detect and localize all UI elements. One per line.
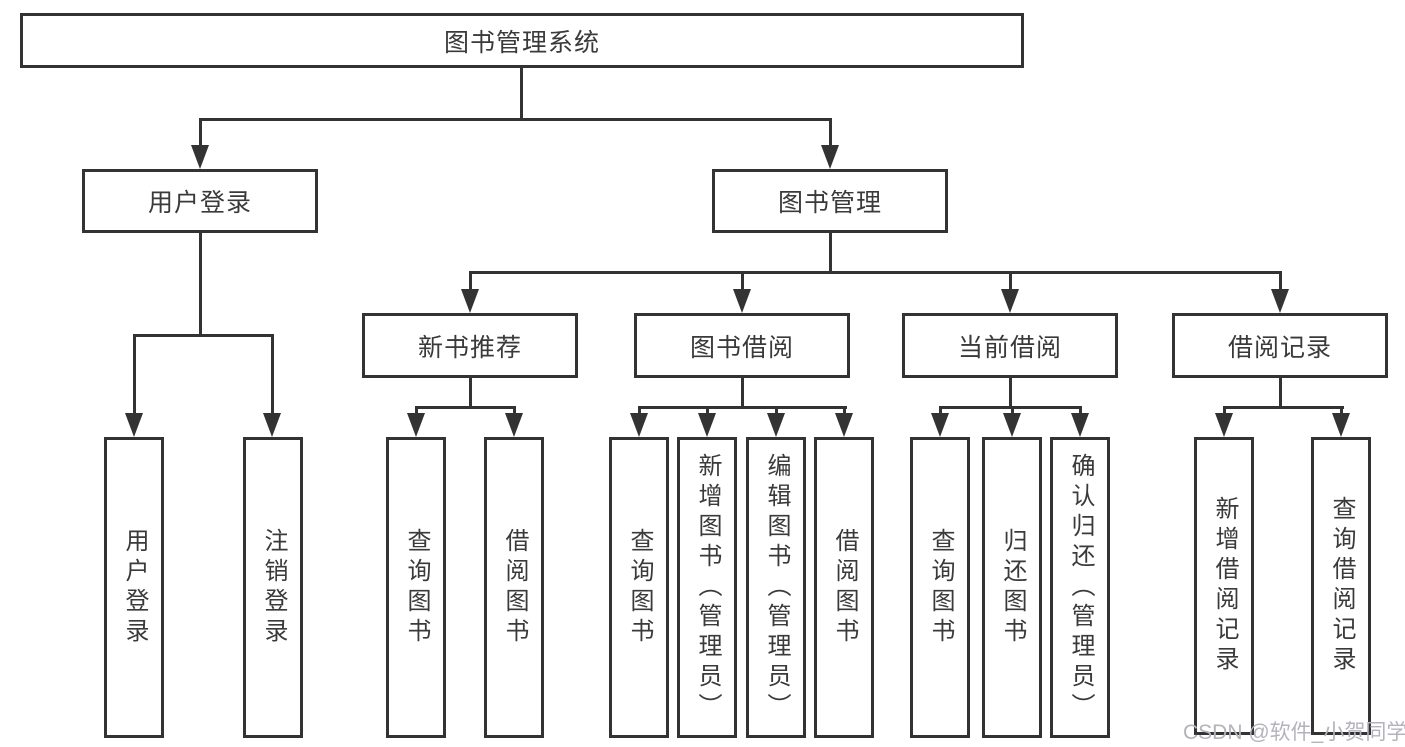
connector-userlogin-stem [199, 233, 202, 336]
leaf-newbook-query-books: 查询图书 [386, 437, 446, 738]
arrowhead-down [835, 413, 853, 437]
connector-records-bar [1223, 406, 1344, 409]
connector-borrow-bar [638, 406, 847, 409]
connector-userlogin-drop-1 [133, 334, 136, 416]
node-borrowing-records: 借阅记录 [1172, 313, 1388, 378]
leaf-newbook-borrow-books: 借阅图书 [484, 437, 544, 738]
connector-bookmgmt-drop-1 [469, 271, 472, 292]
connector-root-stem [520, 68, 523, 121]
leaf-records-query-record: 查询借阅记录 [1311, 437, 1371, 735]
leaf-label: 新增借阅记录 [1211, 496, 1238, 676]
connector-bookmgmt-drop-4 [1279, 271, 1282, 292]
connector-root-drop-right [829, 118, 832, 150]
leaf-label: 借阅图书 [501, 527, 528, 648]
connector-userlogin-bar [133, 334, 274, 337]
connector-bookmgmt-bar [469, 271, 1282, 274]
connector-current-drop-1 [939, 406, 942, 417]
node-label: 当前借阅 [957, 333, 1062, 362]
connector-borrow-stem [741, 378, 744, 409]
arrowhead-down [461, 289, 479, 313]
connector-current-drop-3 [1079, 406, 1082, 417]
node-label: 新书推荐 [417, 333, 522, 362]
connector-records-stem [1279, 378, 1282, 409]
leaf-user-login: 用户登录 [104, 437, 164, 738]
connector-current-stem [1009, 378, 1012, 409]
connector-borrow-drop-2 [706, 406, 709, 417]
leaf-label: 归还图书 [999, 527, 1026, 648]
node-label: 图书管理系统 [443, 28, 600, 57]
node-user-login: 用户登录 [82, 169, 318, 233]
leaf-label: 用户登录 [121, 527, 148, 648]
leaf-borrow-borrow-books: 借阅图书 [814, 437, 874, 738]
connector-newbook-drop-2 [513, 406, 516, 417]
leaf-current-query-books: 查询图书 [910, 437, 970, 738]
csdn-watermark: CSDN @软件_小贺同学 [1183, 721, 1405, 744]
arrowhead-down [407, 413, 425, 437]
arrowhead-down [1332, 413, 1350, 437]
connector-borrow-drop-4 [843, 406, 846, 417]
connector-bookmgmt-drop-2 [741, 271, 744, 292]
node-label: 图书借阅 [689, 333, 794, 362]
arrowhead-down [931, 413, 949, 437]
arrowhead-down [1215, 413, 1233, 437]
leaf-label: 注销登录 [260, 527, 287, 648]
arrowhead-down [263, 413, 281, 437]
leaf-label: 查询图书 [927, 527, 954, 648]
connector-borrow-drop-1 [638, 406, 641, 417]
leaf-borrow-edit-books-admin: 编辑图书（管理员） [746, 437, 806, 738]
arrowhead-down [821, 145, 839, 169]
connector-newbook-stem [469, 378, 472, 409]
connector-userlogin-drop-2 [271, 334, 274, 416]
connector-bookmgmt-stem [829, 233, 832, 274]
leaf-borrow-add-books-admin: 新增图书（管理员） [677, 437, 737, 738]
leaf-label: 借阅图书 [831, 527, 858, 648]
node-library-management-system: 图书管理系统 [20, 13, 1024, 68]
connector-current-bar [939, 406, 1082, 409]
arrowhead-down [767, 413, 785, 437]
arrowhead-down [1003, 413, 1021, 437]
node-label: 用户登录 [147, 189, 252, 217]
leaf-current-return-books: 归还图书 [982, 437, 1042, 738]
node-current-borrowing: 当前借阅 [902, 313, 1118, 378]
node-book-borrowing: 图书借阅 [634, 313, 850, 378]
arrowhead-down [191, 145, 209, 169]
leaf-label: 编辑图书（管理员） [763, 452, 790, 723]
node-new-book-recommend: 新书推荐 [362, 313, 578, 378]
leaf-label: 确认归还（管理员） [1067, 452, 1094, 723]
arrowhead-down [698, 413, 716, 437]
leaf-borrow-query-books: 查询图书 [609, 437, 669, 738]
arrowhead-down [630, 413, 648, 437]
arrowhead-down [505, 413, 523, 437]
node-label: 借阅记录 [1227, 333, 1332, 362]
connector-records-drop-2 [1340, 406, 1343, 417]
node-book-management: 图书管理 [712, 169, 948, 233]
leaf-label: 查询借阅记录 [1328, 496, 1355, 676]
connector-current-drop-2 [1011, 406, 1014, 417]
node-label: 图书管理 [777, 189, 882, 217]
connector-root-bar [199, 118, 832, 121]
connector-newbook-drop-1 [415, 406, 418, 417]
connector-records-drop-1 [1223, 406, 1226, 417]
leaf-label: 新增图书（管理员） [694, 452, 721, 723]
leaf-records-add-record: 新增借阅记录 [1194, 437, 1254, 735]
arrowhead-down [1071, 413, 1089, 437]
arrowhead-down [125, 413, 143, 437]
connector-borrow-drop-3 [775, 406, 778, 417]
leaf-logout: 注销登录 [243, 437, 303, 738]
connector-root-drop-left [199, 118, 202, 150]
leaf-label: 查询图书 [403, 527, 430, 648]
arrowhead-down [1001, 289, 1019, 313]
arrowhead-down [733, 289, 751, 313]
leaf-label: 查询图书 [626, 527, 653, 648]
leaf-current-confirm-return-admin: 确认归还（管理员） [1050, 437, 1110, 738]
connector-newbook-bar [415, 406, 516, 409]
connector-bookmgmt-drop-3 [1009, 271, 1012, 292]
arrowhead-down [1271, 289, 1289, 313]
